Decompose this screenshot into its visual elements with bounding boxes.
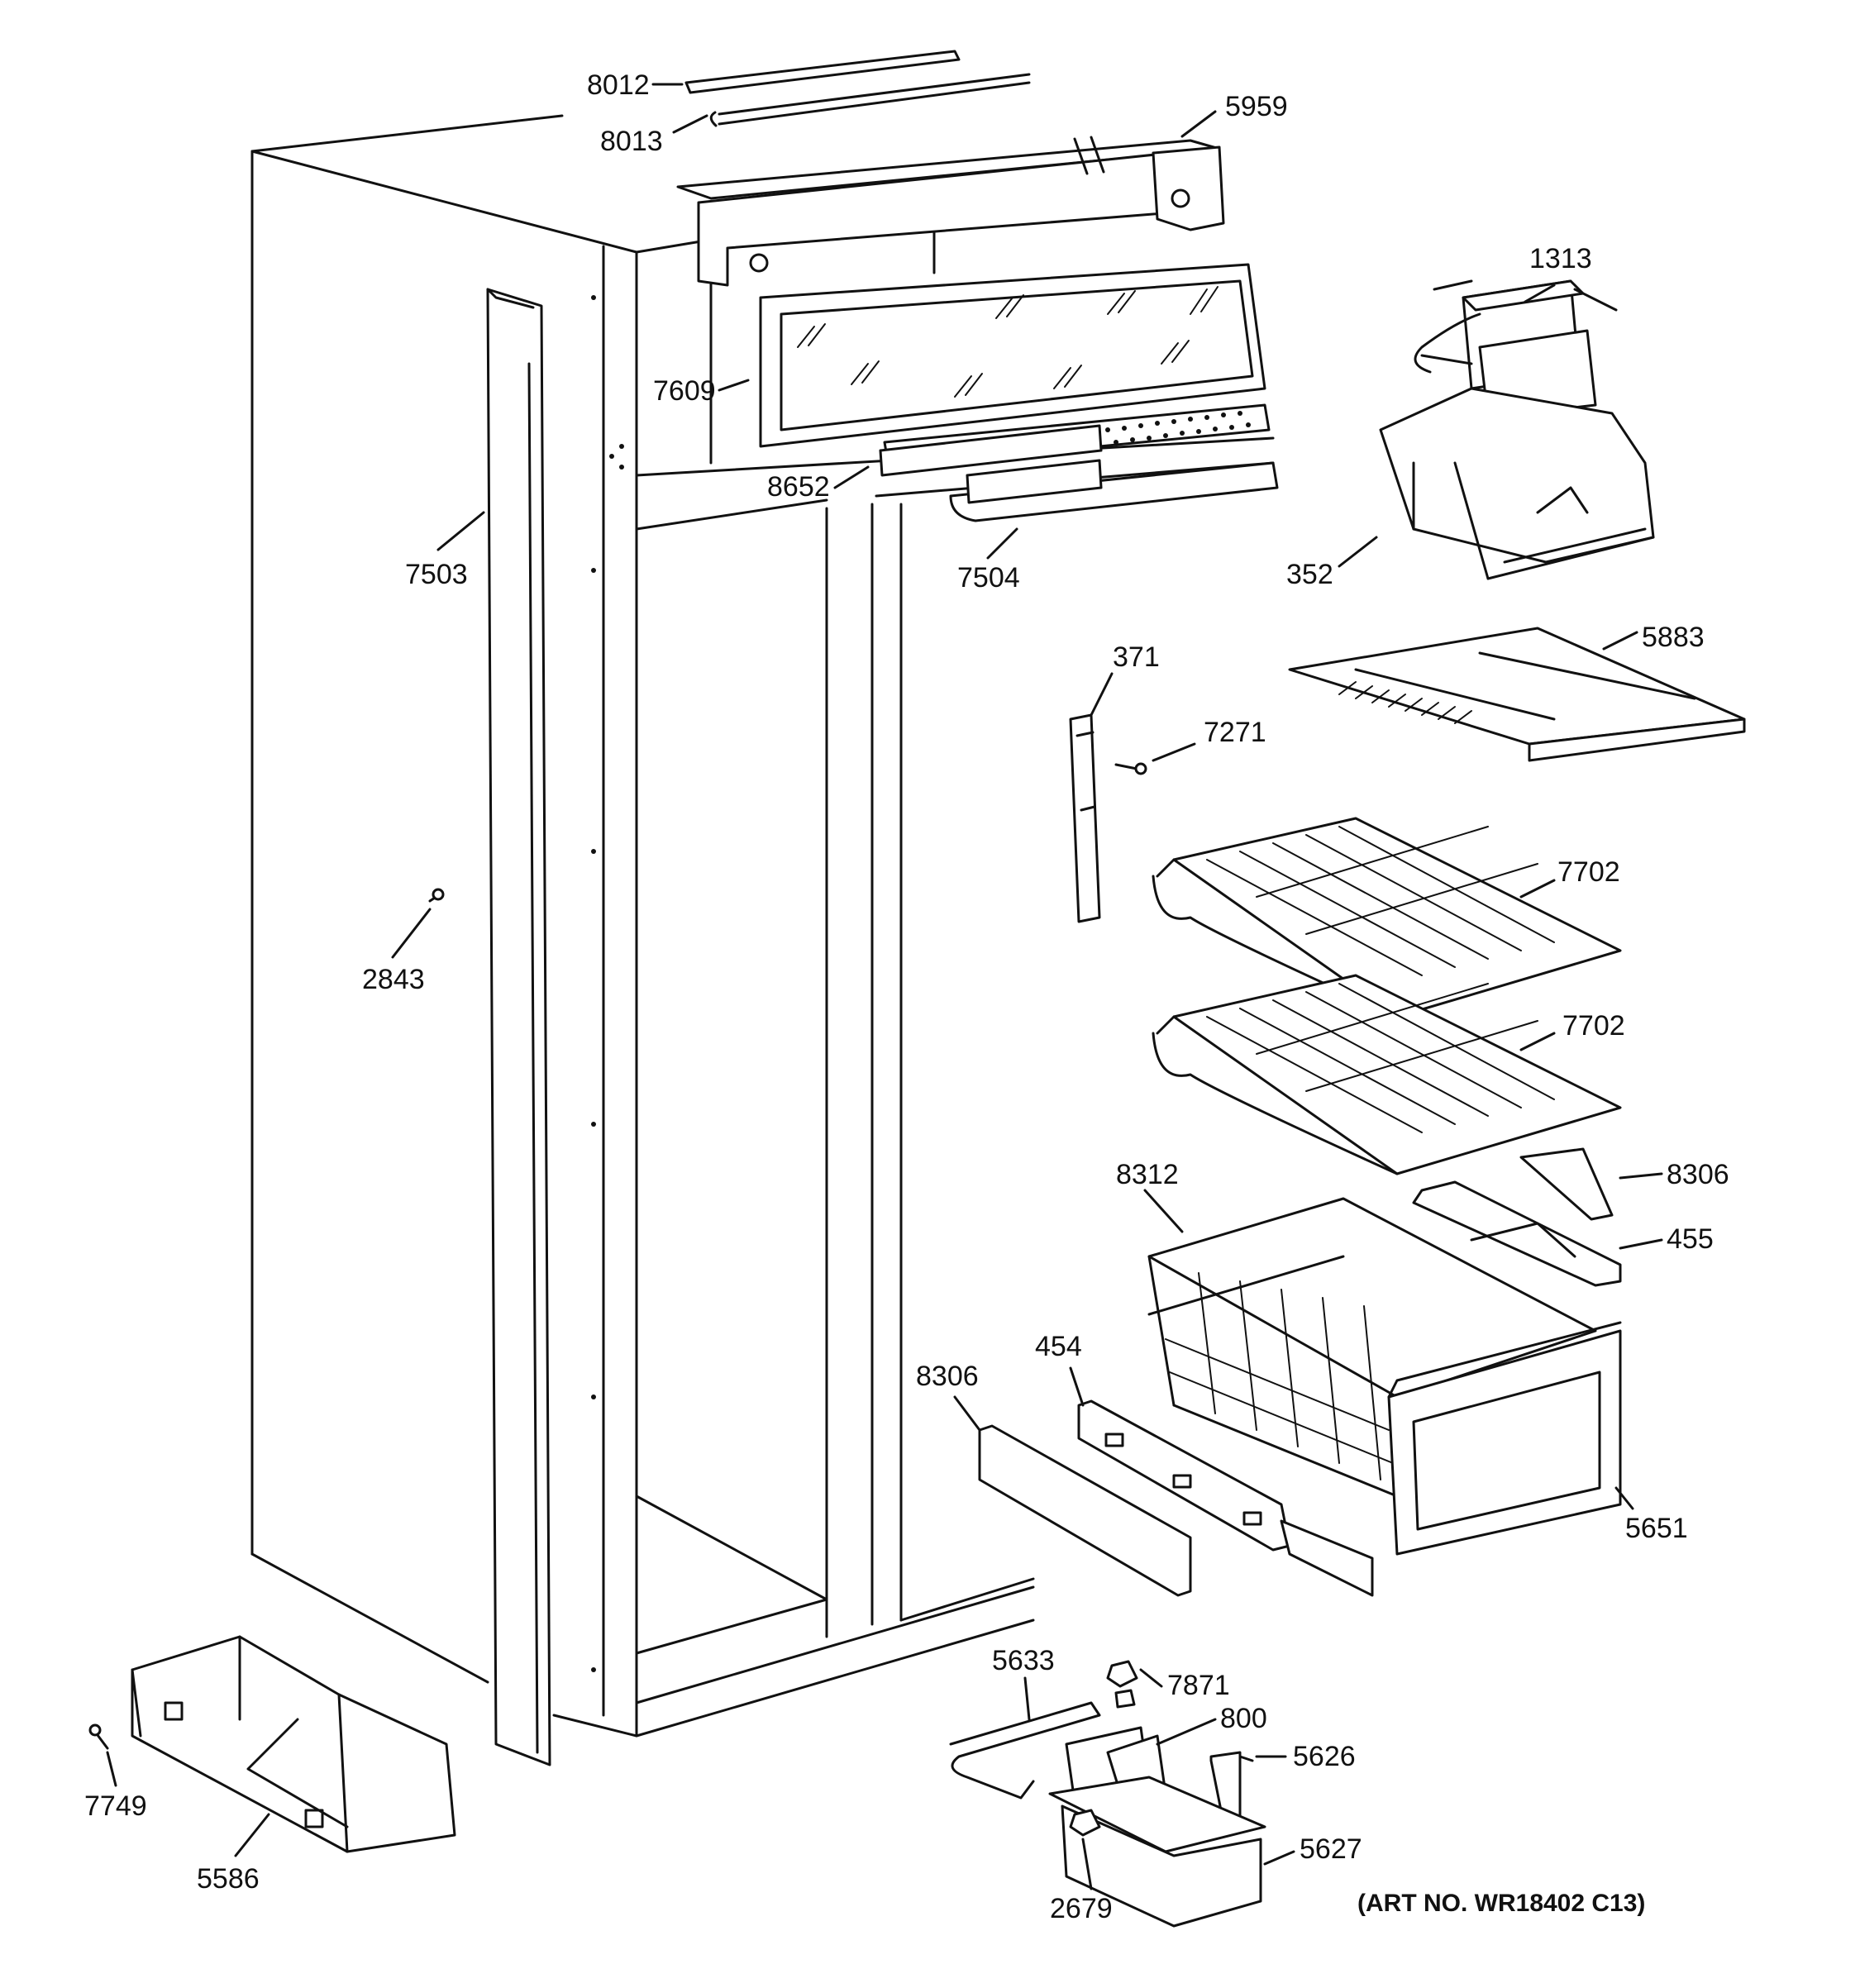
callout-8012: 8012 xyxy=(587,69,650,101)
callout-5586: 5586 xyxy=(197,1863,260,1895)
callout-8312: 8312 xyxy=(1116,1159,1179,1190)
part-7271-screw xyxy=(1114,762,1147,775)
part-7871-nut xyxy=(1106,1660,1138,1709)
art-number: (ART NO. WR18402 C13) xyxy=(1357,1890,1645,1917)
part-2843-screw xyxy=(428,888,445,903)
part-5651-drawer-front xyxy=(1387,1321,1622,1556)
callout-7871: 7871 xyxy=(1167,1670,1230,1701)
part-7503-side-trim xyxy=(486,288,551,1766)
part-352-ice-bucket xyxy=(1379,387,1655,580)
callout-7702-lower: 7702 xyxy=(1562,1010,1625,1042)
part-7749-screw xyxy=(88,1723,109,1750)
part-5883-shelf-panel xyxy=(1288,627,1746,762)
part-7702-wire-shelf-lower xyxy=(1152,974,1622,1175)
callout-5959: 5959 xyxy=(1225,91,1288,122)
callout-7271: 7271 xyxy=(1204,717,1266,748)
part-8306-lower-bracket xyxy=(978,1424,1192,1597)
part-8306-upper-bracket xyxy=(1519,1147,1614,1221)
callout-5633: 5633 xyxy=(992,1645,1055,1676)
callout-7749: 7749 xyxy=(84,1790,147,1822)
callout-5883: 5883 xyxy=(1642,622,1705,653)
callout-7503: 7503 xyxy=(405,559,468,590)
callout-7702-upper: 7702 xyxy=(1557,856,1620,888)
part-1313-ice-maker xyxy=(1414,279,1618,419)
callout-2843: 2843 xyxy=(362,964,425,995)
part-5633-wire-handle xyxy=(949,1701,1101,1800)
callout-800: 800 xyxy=(1220,1703,1267,1734)
callout-7504: 7504 xyxy=(957,562,1020,594)
part-5959-top-rail xyxy=(676,136,1225,287)
callout-5626: 5626 xyxy=(1293,1741,1356,1772)
part-455-rail xyxy=(1412,1180,1622,1287)
part-8312-wire-basket xyxy=(1147,1197,1597,1498)
callout-8013: 8013 xyxy=(600,126,663,157)
callout-352: 352 xyxy=(1286,559,1333,590)
callout-8306-lower: 8306 xyxy=(916,1361,979,1392)
callout-labels: 8012 8013 5959 1313 7609 8652 7503 7504 … xyxy=(84,69,1729,1924)
callout-454: 454 xyxy=(1035,1331,1082,1362)
part-7702-wire-shelf-upper xyxy=(1152,817,1622,1018)
part-454-drawer-slide xyxy=(1077,1399,1374,1597)
callout-8306-upper: 8306 xyxy=(1667,1159,1729,1190)
leader-lines xyxy=(106,83,1663,1890)
part-7504-rail xyxy=(949,459,1279,522)
callout-371: 371 xyxy=(1113,641,1160,673)
part-7609-glass-panel xyxy=(759,263,1266,448)
callout-5651: 5651 xyxy=(1625,1513,1688,1544)
part-5586-cover xyxy=(131,1635,456,1853)
part-5627-pan xyxy=(1048,1776,1266,1928)
part-8012-8013-strips xyxy=(684,50,1031,127)
cabinet xyxy=(250,114,1275,1738)
callout-2679: 2679 xyxy=(1050,1893,1113,1924)
part-371-shelf-support xyxy=(1069,713,1101,923)
callout-5627: 5627 xyxy=(1300,1833,1362,1865)
callout-8652: 8652 xyxy=(767,471,830,503)
callout-7609: 7609 xyxy=(653,375,716,407)
callout-455: 455 xyxy=(1667,1223,1714,1255)
callout-1313: 1313 xyxy=(1529,243,1592,274)
part-8652-vent-strip xyxy=(879,403,1271,477)
part-2679-nut xyxy=(1069,1809,1101,1837)
